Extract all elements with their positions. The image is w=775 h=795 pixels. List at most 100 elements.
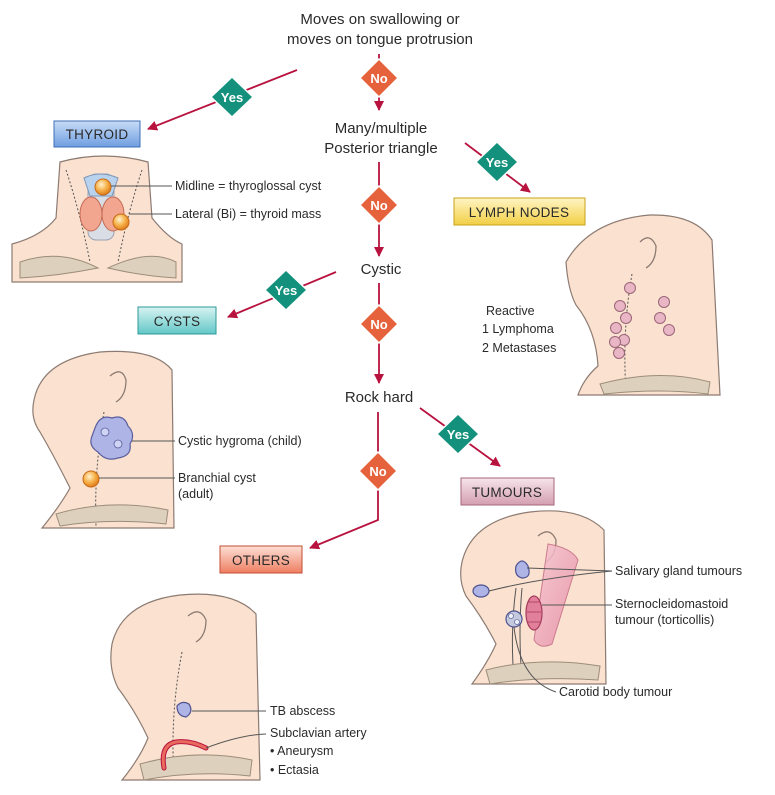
decision-no-3: No — [358, 303, 400, 345]
box-tumours-label: TUMOURS — [472, 485, 542, 500]
lymph-node — [624, 282, 636, 294]
lymph-node — [663, 324, 675, 336]
clavicle — [55, 504, 169, 527]
thyroid-left-lobe — [79, 196, 103, 232]
label-carotid-body: Carotid body tumour — [559, 685, 672, 699]
lateral-neck-skin — [565, 214, 721, 396]
thyroid-neck-illustration — [11, 155, 183, 283]
box-cysts-label: CYSTS — [154, 314, 201, 329]
label-sternocleidomastoid: Sternocleidomastoid — [615, 597, 728, 611]
no-label: No — [370, 71, 387, 86]
tumours-neck-illustration — [460, 510, 613, 693]
lymph-node — [609, 336, 621, 348]
arrow-to-others — [309, 412, 379, 550]
lymph-node — [613, 347, 625, 359]
thyroid-mass-icon — [112, 213, 130, 231]
leader-salivary-2 — [526, 567, 613, 572]
label-lateral-thyroid-mass: Lateral (Bi) = thyroid mass — [175, 207, 321, 221]
box-tumours: TUMOURS — [460, 477, 555, 506]
lymph-node — [620, 312, 632, 324]
submandibular-tumour-icon — [472, 584, 490, 598]
carotid-body-tumour-icon — [505, 610, 523, 628]
question-multiple-line1: Many/multiple — [335, 120, 428, 137]
label-reactive: Reactive — [486, 304, 535, 318]
no-diamond — [358, 57, 400, 99]
decision-yes-thyroid: Yes — [209, 75, 255, 119]
yes-label: Yes — [275, 283, 297, 298]
box-others-label: OTHERS — [232, 553, 290, 568]
label-branchial-adult: (adult) — [178, 487, 213, 501]
no-label: No — [369, 464, 386, 479]
label-aneurysm: • Aneurysm — [270, 744, 333, 758]
lymph-node — [654, 312, 666, 324]
thyroglossal-cyst-icon — [94, 178, 112, 196]
cysts-neck-illustration — [32, 350, 175, 529]
ear-icon — [109, 371, 127, 403]
clavicle — [485, 661, 601, 685]
neck-contour — [65, 169, 91, 263]
question-multiple-line2: Posterior triangle — [324, 140, 437, 157]
question-swallowing-line2: moves on tongue protrusion — [287, 31, 473, 48]
box-others: OTHERS — [219, 545, 303, 574]
sternocleidomastoid-tumour-icon — [525, 595, 543, 631]
lymph-node — [614, 300, 626, 312]
label-cystic-hygroma: Cystic hygroma (child) — [178, 434, 302, 448]
yes-label: Yes — [221, 90, 243, 105]
decision-yes-cysts: Yes — [263, 268, 309, 312]
label-midline-thyroglossal: Midline = thyroglossal cyst — [175, 179, 322, 193]
decision-yes-lymph: Yes — [474, 140, 520, 184]
box-thyroid-label: THYROID — [66, 127, 129, 142]
yes-label: Yes — [486, 155, 508, 170]
decision-no-1: No — [358, 57, 400, 99]
decision-no-4: No — [357, 450, 399, 492]
hygroma-lobule — [100, 427, 110, 437]
label-torticollis: tumour (torticollis) — [615, 613, 714, 627]
label-salivary-gland: Salivary gland tumours — [615, 564, 742, 578]
tb-abscess-icon — [176, 701, 192, 718]
question-rock-hard: Rock hard — [345, 389, 413, 406]
question-swallowing-line1: Moves on swallowing or — [300, 11, 459, 28]
decision-no-2: No — [358, 184, 400, 226]
no-diamond — [358, 184, 400, 226]
yes-diamond — [209, 75, 255, 119]
box-lymph-nodes: LYMPH NODES — [453, 197, 586, 226]
lateral-neck-skin — [110, 593, 261, 781]
cystic-hygroma-icon — [90, 416, 134, 460]
lymph-node — [610, 322, 622, 334]
left-clavicle — [19, 255, 100, 279]
label-branchial-cyst: Branchial cyst — [178, 471, 256, 485]
clavicle — [599, 374, 711, 395]
branchial-cyst-icon — [82, 470, 100, 488]
leader-salivary — [488, 570, 613, 592]
box-cysts: CYSTS — [137, 306, 217, 335]
yes-diamond — [263, 268, 309, 312]
box-lymph-nodes-label: LYMPH NODES — [469, 205, 570, 220]
clavicle — [139, 754, 253, 781]
tumour-lobule — [514, 619, 520, 625]
yes-label: Yes — [447, 427, 469, 442]
leader-subclavian — [205, 733, 267, 749]
neck-contour — [172, 651, 183, 777]
hygroma-lobule — [113, 439, 123, 449]
label-ectasia: • Ectasia — [270, 763, 319, 777]
others-neck-illustration — [110, 593, 267, 781]
subclavian-artery-highlight — [161, 740, 208, 770]
no-diamond — [357, 450, 399, 492]
label-tb-abscess: TB abscess — [270, 704, 335, 718]
box-thyroid: THYROID — [53, 120, 141, 148]
right-clavicle — [106, 255, 177, 279]
no-diamond — [358, 303, 400, 345]
lymph-node — [658, 296, 670, 308]
lymph-neck-illustration — [565, 214, 721, 396]
no-label: No — [370, 198, 387, 213]
label-lymphoma: 1 Lymphoma — [482, 322, 554, 336]
label-subclavian-artery: Subclavian artery — [270, 726, 367, 740]
ear-icon — [187, 611, 207, 643]
leader-carotid — [513, 626, 557, 693]
tumour-lobule — [508, 613, 514, 619]
parotid-tumour-icon — [515, 560, 530, 579]
yes-diamond — [474, 140, 520, 184]
question-cystic: Cystic — [361, 261, 402, 278]
no-label: No — [370, 317, 387, 332]
